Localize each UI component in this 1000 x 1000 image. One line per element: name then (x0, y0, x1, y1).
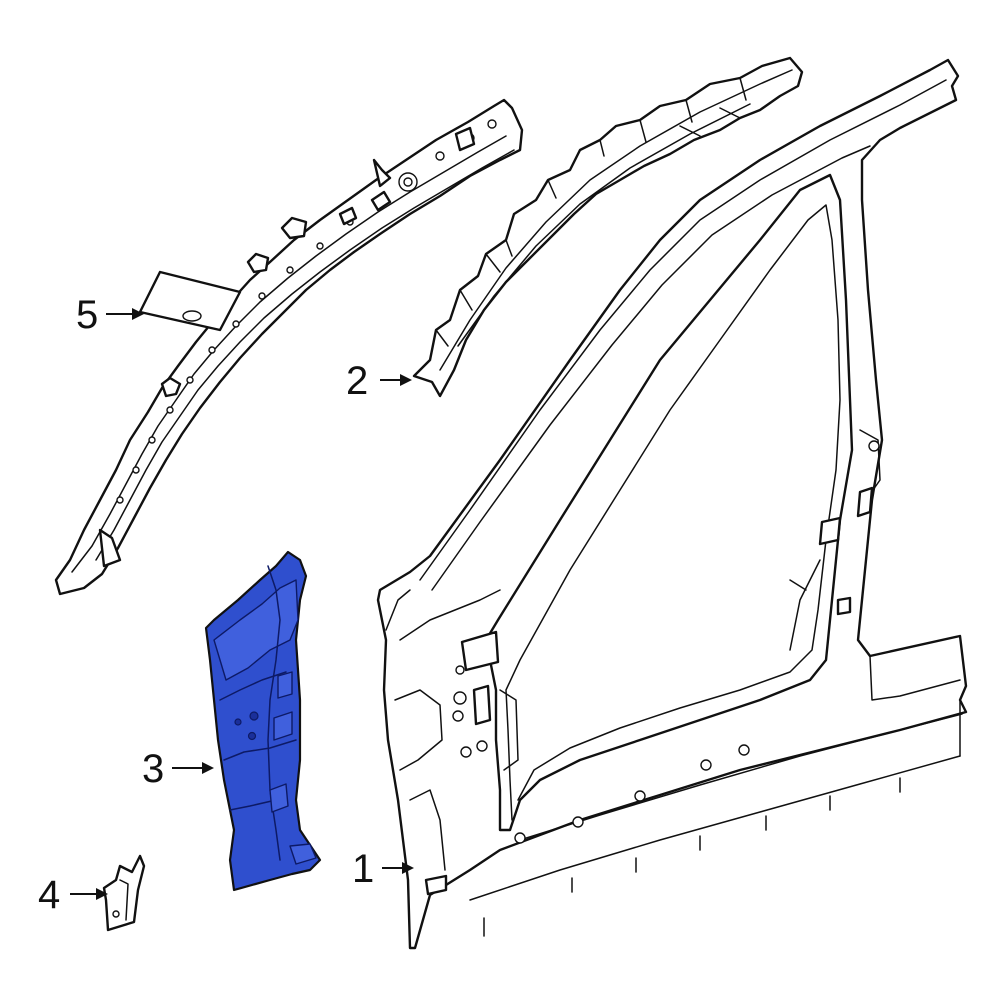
small-bracket-part (102, 854, 146, 932)
roof-rail-reinforcement-part (412, 56, 804, 398)
callout-label-2: 2 (346, 359, 368, 403)
hinge-pillar-reinforcement-part (204, 550, 322, 892)
callout-5: 5 (76, 293, 144, 337)
callout-1: 1 (352, 847, 414, 891)
callout-2: 2 (346, 359, 412, 403)
callout-label-1: 1 (352, 847, 374, 891)
callout-label-3: 3 (142, 747, 164, 791)
callout-label-5: 5 (76, 293, 98, 337)
body-side-aperture-part (376, 58, 968, 950)
roof-rail-inner-part (54, 98, 524, 596)
callout-label-4: 4 (38, 873, 60, 917)
callout-4: 4 (38, 873, 108, 917)
callout-3: 3 (142, 747, 214, 791)
